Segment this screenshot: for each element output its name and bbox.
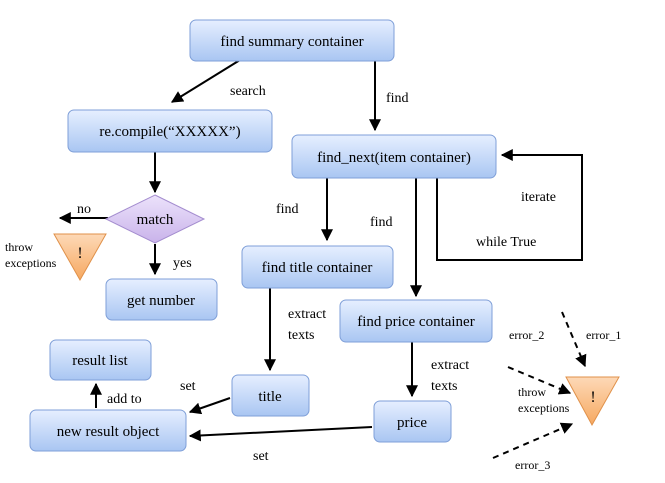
label-while-true: while True [476,235,536,250]
node-find-next-label: find_next(item container) [317,150,471,166]
node-find-summary: find summary container [189,19,395,62]
edge-error-3 [492,422,574,459]
label-error-1: error_1 [586,328,621,342]
edge-error-2 [507,366,572,395]
node-match-label: match [137,212,174,228]
node-title-label: title [258,389,282,405]
label-find-mid: find [370,215,393,230]
label-error-3: error_3 [515,458,550,472]
label-add-to: add to [107,392,142,407]
node-get-number-label: get number [127,293,195,309]
node-find-price: find price container [339,299,493,343]
node-title: title [231,374,310,417]
node-get-number: get number [105,278,218,321]
label-extract-1b: texts [288,328,314,343]
edge-error-1 [561,311,587,368]
node-recompile-label: re.compile(“XXXXX”) [99,124,240,140]
edge-summary-to-recompile [170,59,241,103]
node-price-label: price [397,415,427,431]
label-search: search [230,84,266,99]
label-find-left: find [276,202,299,217]
label-set-price: set [253,449,269,464]
edges [58,59,587,459]
warning-right-label-1: throw [518,385,546,399]
edge-price-to-new-result [188,426,373,442]
warning-left-icon [53,233,107,282]
warning-left: ! throw exceptions [5,233,107,282]
node-recompile: re.compile(“XXXXX”) [67,109,273,153]
warning-left-label-2: exceptions [5,256,57,270]
node-find-title-label: find title container [262,260,373,276]
edge-iterate-loop [436,149,583,261]
node-match: match [104,194,206,244]
warning-right-symbol: ! [590,389,595,406]
warning-right-label-2: exceptions [518,401,570,415]
edge-title-to-new-result [188,397,231,415]
label-iterate: iterate [521,190,556,205]
edge-labels: search find no yes find find iterate whi… [77,84,621,472]
label-error-2: error_2 [509,328,544,342]
label-extract-1a: extract [288,307,326,322]
label-yes: yes [173,256,192,271]
node-result-list: result list [49,339,152,381]
warning-right-icon [565,376,620,427]
label-extract-2b: texts [431,379,457,394]
label-no: no [77,202,91,217]
warning-left-symbol: ! [77,245,82,262]
label-extract-2a: extract [431,358,469,373]
node-result-list-label: result list [72,353,128,369]
node-find-summary-label: find summary container [220,34,363,50]
node-find-next: find_next(item container) [291,134,497,179]
node-find-price-label: find price container [357,314,474,330]
node-find-title: find title container [241,245,394,289]
warning-left-label-1: throw [5,240,33,254]
node-price: price [373,400,452,443]
warning-right: ! throw exceptions [518,376,620,427]
node-new-result-label: new result object [57,424,160,440]
node-new-result: new result object [29,409,187,452]
label-set-title: set [180,379,196,394]
label-find-top: find [386,91,409,106]
